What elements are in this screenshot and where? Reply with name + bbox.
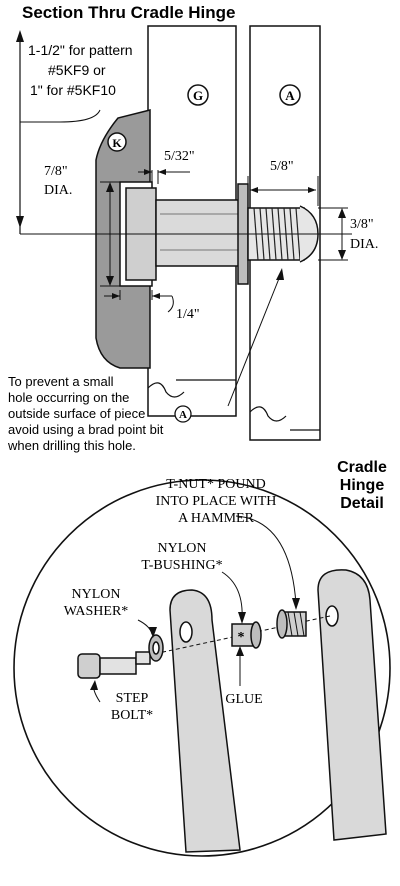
svg-text:avoid using a brad point bit: avoid using a brad point bit bbox=[8, 422, 164, 437]
svg-text:T-NUT* POUND: T-NUT* POUND bbox=[166, 477, 265, 492]
svg-text:BOLT*: BOLT* bbox=[111, 708, 153, 723]
detail-title: Cradle Hinge Detail bbox=[337, 459, 387, 512]
dim-5-8: 5/8" bbox=[270, 159, 294, 174]
dim-5-32: 5/32" bbox=[164, 149, 195, 164]
washer-label: NYLON WASHER* bbox=[64, 587, 129, 619]
svg-text:7/8": 7/8" bbox=[44, 164, 68, 179]
svg-text:G: G bbox=[193, 88, 203, 103]
piece-marker-g: G bbox=[187, 84, 209, 106]
svg-text:T-BUSHING*: T-BUSHING* bbox=[141, 558, 222, 573]
svg-text:3/8": 3/8" bbox=[350, 217, 374, 232]
svg-text:hole occurring on the: hole occurring on the bbox=[8, 390, 129, 405]
svg-text:Detail: Detail bbox=[340, 495, 384, 512]
svg-text:1-1/2" for pattern: 1-1/2" for pattern bbox=[28, 42, 133, 58]
svg-text:NYLON: NYLON bbox=[72, 587, 121, 602]
glue-label: GLUE bbox=[225, 692, 262, 707]
svg-text:DIA.: DIA. bbox=[44, 183, 72, 198]
dim-3-8: 3/8" DIA. bbox=[350, 217, 378, 252]
dim-1-4: 1/4" bbox=[176, 307, 200, 322]
tnut-label: T-NUT* POUND INTO PLACE WITH A HAMMER bbox=[156, 477, 277, 526]
svg-text:A HAMMER: A HAMMER bbox=[178, 511, 255, 526]
detail-leaders bbox=[90, 515, 300, 703]
svg-text:K: K bbox=[112, 136, 122, 150]
bolt-label: STEP BOLT* bbox=[111, 691, 153, 723]
svg-text:DIA.: DIA. bbox=[350, 237, 378, 252]
pattern-note: 1-1/2" for pattern #5KF9 or 1" for #5KF1… bbox=[28, 42, 133, 98]
svg-text:#5KF9 or: #5KF9 or bbox=[48, 62, 106, 78]
warning-note: To prevent a small hole occurring on the… bbox=[7, 374, 164, 453]
piece-marker-a: A bbox=[279, 84, 301, 106]
svg-text:Hinge: Hinge bbox=[340, 477, 385, 494]
piece-marker-k: K bbox=[107, 132, 127, 152]
svg-text:A: A bbox=[285, 88, 295, 103]
dim-7-8: 7/8" DIA. bbox=[44, 164, 72, 198]
svg-text:INTO PLACE WITH: INTO PLACE WITH bbox=[156, 494, 277, 509]
svg-text:NYLON: NYLON bbox=[158, 541, 207, 556]
svg-text:WASHER*: WASHER* bbox=[64, 604, 129, 619]
detail-drawing bbox=[77, 569, 387, 853]
svg-text:1" for #5KF10: 1" for #5KF10 bbox=[30, 82, 116, 98]
bushing-label: NYLON T-BUSHING* bbox=[141, 541, 222, 573]
svg-text:A: A bbox=[179, 409, 187, 421]
glue-star: * bbox=[238, 630, 245, 645]
svg-text:STEP: STEP bbox=[116, 691, 149, 706]
svg-text:when drilling this hole.: when drilling this hole. bbox=[7, 438, 136, 453]
bushing-shaft bbox=[155, 199, 245, 267]
svg-text:To prevent a small: To prevent a small bbox=[8, 374, 114, 389]
svg-text:outside surface of piece: outside surface of piece bbox=[8, 406, 145, 421]
warning-piece-marker: A bbox=[174, 405, 192, 423]
svg-text:Cradle: Cradle bbox=[337, 459, 387, 476]
section-title: Section Thru Cradle Hinge bbox=[22, 3, 235, 22]
